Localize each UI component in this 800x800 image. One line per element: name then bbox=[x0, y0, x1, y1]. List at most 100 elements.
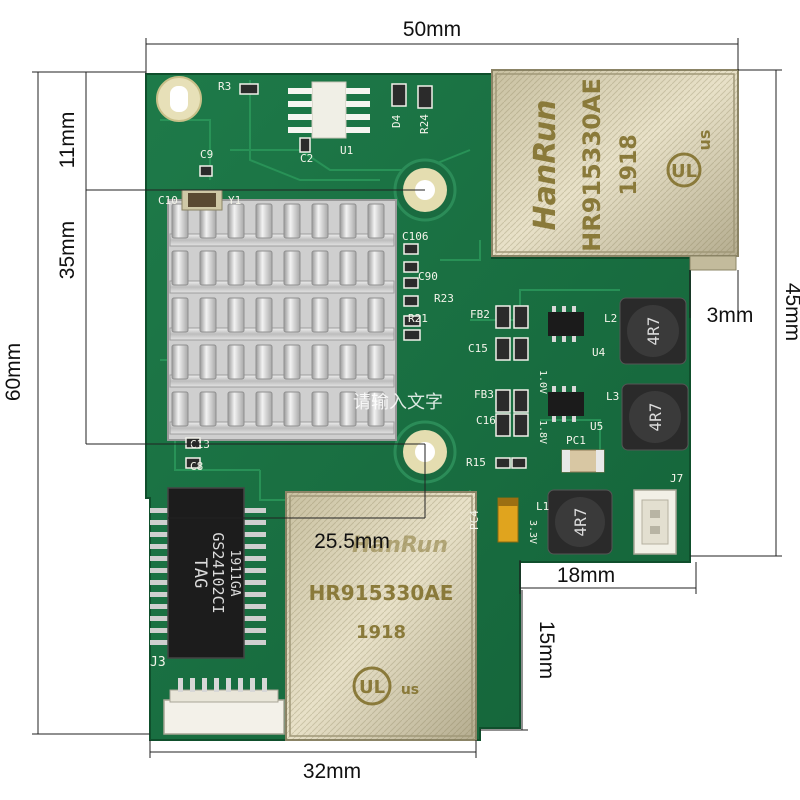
label-C106: C106 bbox=[402, 230, 429, 243]
transformer-pin bbox=[244, 556, 266, 561]
watermark-text: 请输入文字 bbox=[353, 392, 443, 413]
label-L3: L3 bbox=[606, 390, 619, 403]
transformer-pin bbox=[150, 592, 168, 597]
transformer-pin bbox=[244, 616, 266, 621]
bottom-jack-model: HR915330AE bbox=[309, 581, 454, 605]
dim-bottom-width: 32mm bbox=[303, 760, 361, 783]
transformer-pin bbox=[244, 568, 266, 573]
dim-right-small: 3mm bbox=[707, 304, 754, 327]
transformer-model: GS24102CI bbox=[209, 532, 227, 613]
transformer-pin bbox=[150, 544, 168, 549]
smd-component bbox=[403, 329, 421, 341]
smd-component bbox=[513, 389, 529, 413]
inductor-l3-marking: 4R7 bbox=[646, 403, 665, 432]
heatsink-fin bbox=[283, 297, 301, 333]
label-L1: L1 bbox=[536, 500, 549, 513]
heatsink-fin bbox=[367, 297, 385, 333]
transformer-pin bbox=[150, 616, 168, 621]
heatsink-base-bar bbox=[169, 327, 395, 341]
label-Y1: Y1 bbox=[228, 194, 241, 207]
smd-component bbox=[495, 457, 511, 469]
smd-component bbox=[403, 243, 419, 255]
heatsink-fin bbox=[227, 203, 245, 239]
label-D4: D4 bbox=[390, 114, 403, 128]
transformer-pin bbox=[244, 628, 266, 633]
u1-pin bbox=[288, 101, 312, 107]
label-C9: C9 bbox=[200, 148, 213, 161]
u1-pin bbox=[346, 127, 370, 133]
rj45-jack-bottom: HanRun HR915330AE 1918 UL us bbox=[285, 491, 477, 741]
label-C2: C2 bbox=[300, 152, 313, 165]
fpc-pin bbox=[226, 678, 231, 692]
dim-left-top-offset: 11mm bbox=[56, 112, 79, 169]
dim-hole-span: 25.5mm bbox=[314, 530, 390, 553]
top-jack-cert: us bbox=[695, 130, 714, 151]
dim-left-height: 60mm bbox=[2, 343, 25, 401]
transformer-chip: TAG GS24102CI 1911GA bbox=[150, 487, 266, 659]
transformer-pin bbox=[244, 604, 266, 609]
fpc-pin bbox=[178, 678, 183, 692]
label-C15: C15 bbox=[468, 342, 488, 355]
heatsink-base-bar bbox=[169, 374, 395, 388]
u1-pin bbox=[288, 88, 312, 94]
smd-component bbox=[513, 337, 529, 361]
heatsink-fin bbox=[367, 344, 385, 380]
label-C8: C8 bbox=[190, 460, 203, 473]
heatsink-fin bbox=[367, 391, 385, 427]
smd-component bbox=[299, 137, 311, 153]
label-R23: R23 bbox=[434, 292, 454, 305]
heatsink-fin bbox=[171, 344, 189, 380]
heatsink-base-bar bbox=[169, 233, 395, 247]
heatsink-fin bbox=[367, 250, 385, 286]
smd-component bbox=[495, 305, 511, 329]
inductor-l3: 4R7 bbox=[621, 383, 689, 451]
heatsink-fin bbox=[339, 391, 357, 427]
label-U5: U5 bbox=[590, 420, 603, 433]
top-jack-model: HR915330AE bbox=[578, 78, 606, 252]
smd-component bbox=[495, 389, 511, 413]
transformer-pin bbox=[150, 520, 168, 525]
heatsink-base-bar bbox=[169, 421, 395, 435]
crystal-y1 bbox=[181, 189, 223, 211]
smd-component bbox=[495, 337, 511, 361]
label-R3: R3 bbox=[218, 80, 231, 93]
dim-right-height: 45mm bbox=[781, 283, 800, 341]
heatsink-fin bbox=[199, 250, 217, 286]
label-U1: U1 bbox=[340, 144, 353, 157]
dim-left-inner-height: 35mm bbox=[56, 221, 79, 279]
mount-hole-topleft bbox=[156, 76, 202, 122]
label-R24: R24 bbox=[418, 114, 431, 134]
heatsink-fin bbox=[227, 344, 245, 380]
heatsink-fin bbox=[339, 344, 357, 380]
smd-component bbox=[403, 295, 419, 307]
label-L2: L2 bbox=[604, 312, 617, 325]
heatsink-fin bbox=[199, 297, 217, 333]
label-C90: C90 bbox=[418, 270, 438, 283]
heatsink-fin bbox=[171, 391, 189, 427]
label-FB2: FB2 bbox=[470, 308, 490, 321]
fpc-connector bbox=[163, 678, 285, 735]
smd-component bbox=[513, 305, 529, 329]
fpc-pin bbox=[238, 678, 243, 692]
transformer-pin bbox=[150, 628, 168, 633]
inductor-l2-marking: 4R7 bbox=[644, 317, 663, 346]
label-U4: U4 bbox=[592, 346, 606, 359]
transformer-pin bbox=[150, 532, 168, 537]
top-jack-brand: HanRun bbox=[528, 100, 563, 231]
transformer-pin bbox=[244, 640, 266, 645]
label-C16: C16 bbox=[476, 414, 496, 427]
transformer-pin bbox=[244, 592, 266, 597]
heatsink-fin bbox=[339, 297, 357, 333]
dim-top-width: 50mm bbox=[403, 18, 461, 41]
heatsink-fin bbox=[171, 297, 189, 333]
heatsink-fin bbox=[283, 203, 301, 239]
smd-component bbox=[199, 165, 213, 177]
heatsink bbox=[167, 199, 397, 441]
heatsink-fin bbox=[255, 391, 273, 427]
fpc-pin bbox=[202, 678, 207, 692]
dimension-lines bbox=[32, 38, 782, 758]
smd-component bbox=[185, 437, 201, 449]
power-connector-j7 bbox=[633, 489, 677, 555]
top-jack-date: 1918 bbox=[617, 134, 642, 195]
